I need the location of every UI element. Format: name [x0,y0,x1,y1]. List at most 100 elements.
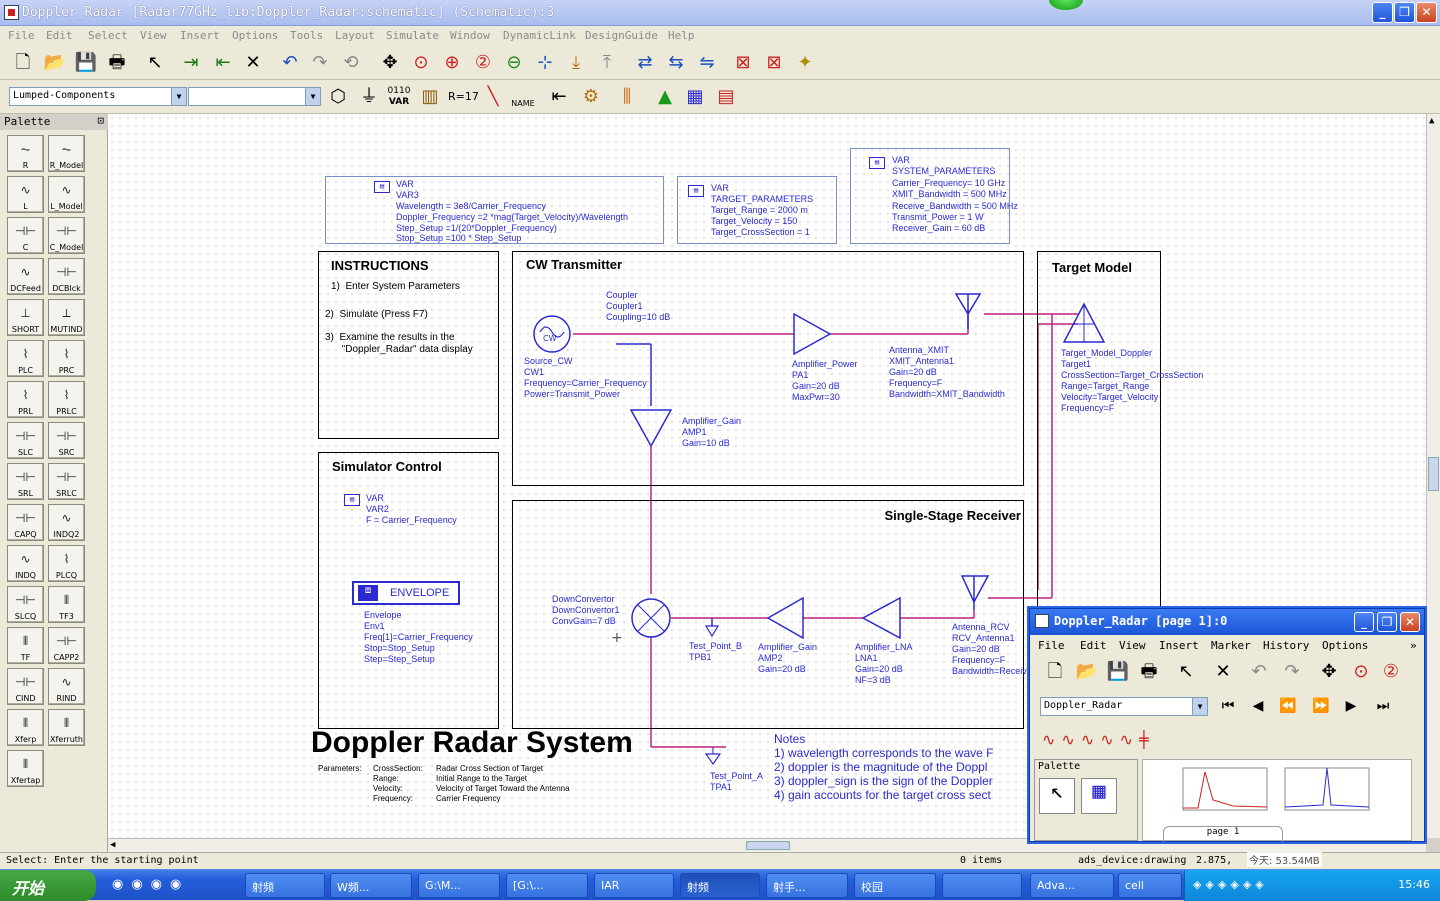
palette-item-cind[interactable]: ⊣⊢CIND [7,668,44,705]
select-pointer-icon[interactable]: ↖ [147,52,163,73]
marker-icons-row[interactable]: ∿∿∿∿∿╪ [1042,730,1155,749]
palette-item-r[interactable]: ⏦R [7,135,44,172]
simulate-icon[interactable]: ⇄ [637,52,653,73]
palette-item-r_model[interactable]: ⏦R_Model [48,135,85,172]
menu-help[interactable]: Help [668,29,695,42]
child-grid-tool[interactable]: ▦ [1081,778,1117,814]
component-library-icon[interactable]: ▥ [421,86,439,107]
child-new-icon[interactable]: 🗋 [1047,661,1063,682]
schematic-canvas[interactable]: + ▤ VAR VAR3 Wavelength = 3e8/Carrier_Fr… [108,114,1426,838]
child-menu-history[interactable]: History [1263,639,1310,652]
child-close-button[interactable]: ✕ [1400,612,1420,632]
align-right-icon[interactable]: ⇤ [215,52,231,73]
name-icon[interactable]: NAME [511,99,535,108]
prev-page-icon[interactable]: ◀ [1252,698,1264,714]
var3-block[interactable]: ▤ VAR VAR3 Wavelength = 3e8/Carrier_Freq… [325,176,664,244]
palette-item-tf[interactable]: ⦀TF [7,627,44,664]
task-2[interactable]: W频... [330,873,412,898]
scroll-left-arrow[interactable]: ◀ [110,840,116,850]
child-menu-insert[interactable]: Insert [1159,639,1199,652]
palette-item-prlc[interactable]: ⌇PRLC [48,381,85,418]
task-3[interactable]: G:\M... [418,873,500,898]
palette-item-src[interactable]: ⊣⊢SRC [48,422,85,459]
palette-item-rind[interactable]: ∿RIND [48,668,85,705]
child-undo-icon[interactable]: ↶ [1251,661,1267,682]
var2-label[interactable]: VAR VAR2 F = Carrier_Frequency [366,493,457,525]
child-open-icon[interactable]: 📂 [1075,661,1099,682]
pin-icon[interactable]: ⇤ [551,86,567,107]
antenna-xmit-label[interactable]: Antenna_XMIT XMIT_Antenna1 Gain=20 dB Fr… [889,345,1005,399]
palette-item-slc[interactable]: ⊣⊢SLC [7,422,44,459]
prev-icon[interactable]: ⏪ [1279,698,1297,714]
palette-item-xfertap[interactable]: ⦀Xfertap [7,750,44,787]
menu-dynamiclink[interactable]: DynamicLink [503,29,576,42]
maximize-button[interactable]: ❐ [1394,2,1415,23]
child-print-icon[interactable]: 🖶 [1140,661,1158,682]
coupler-label[interactable]: Coupler Coupler1 Coupling=10 dB [606,290,671,322]
menu-edit[interactable]: Edit [46,29,73,42]
palette-item-slcq[interactable]: ⊣⊢SLCQ [7,586,44,623]
palette-item-prl[interactable]: ⌇PRL [7,381,44,418]
palette-item-xferruth[interactable]: ⦀Xferruth [48,709,85,746]
vertical-scrollbar[interactable]: ▲ [1426,114,1440,838]
palette-item-tf3[interactable]: ⦀TF3 [48,586,85,623]
var2-icon[interactable]: ▤ [344,494,360,506]
deactivate-icon[interactable]: ⊠ [735,52,751,73]
child-redo-icon[interactable]: ↷ [1284,661,1300,682]
component-select[interactable]: ▼ [188,87,321,106]
optimize-icon[interactable]: ⇋ [699,52,715,73]
lna-label[interactable]: Amplifier_LNA LNA1 Gain=20 dB NF=3 dB [855,642,913,685]
palette-item-srlc[interactable]: ⊣⊢SRLC [48,463,85,500]
short-icon[interactable]: ⊠ [766,52,782,73]
settings-gear-icon[interactable]: ⚙ [582,86,600,107]
antenna-rcv-label[interactable]: Antenna_RCV RCV_Antenna1 Gain=20 dB Freq… [952,622,1032,676]
menu-tools[interactable]: Tools [290,29,324,42]
child-menu-file[interactable]: File [1038,639,1065,652]
envelope-button[interactable]: ⧈ ENVELOPE [352,581,460,605]
move-icon[interactable]: ✥ [382,52,398,73]
amp2-label[interactable]: Amplifier_Gain AMP2 Gain=20 dB [758,642,818,674]
palette-item-srl[interactable]: ⊣⊢SRL [7,463,44,500]
snap-icon[interactable]: ⊹ [537,52,553,73]
zoom-in-icon[interactable]: ⊕ [444,52,460,73]
pa-label[interactable]: Amplifier_Power PA1 Gain=20 dB MaxPwr=30 [792,359,858,402]
source-cw-label[interactable]: Source_CW CW1 Frequency=Carrier_Frequenc… [524,356,647,399]
child-pointer-icon[interactable]: ↖ [1178,661,1194,682]
child-menu-marker[interactable]: Marker [1211,639,1251,652]
push-up-icon[interactable]: ▲ [658,86,672,107]
envelope-label[interactable]: Envelope Env1 Freq[1]=Carrier_Frequency … [364,610,473,664]
first-page-icon[interactable]: ⏮ [1221,698,1235,714]
palette-item-c[interactable]: ⊣⊢C [7,217,44,254]
push-down-icon[interactable]: ⤓ [572,52,580,73]
next-page-icon[interactable]: ▶ [1345,698,1357,714]
zoom-out-icon[interactable]: ⊖ [506,52,522,73]
tpa-label[interactable]: Test_Point_A TPA1 [710,771,764,792]
menu-select[interactable]: Select [88,29,128,42]
plot-icon[interactable]: ▤ [717,86,735,107]
task-1[interactable]: 射频 [245,873,325,898]
page-tab[interactable]: page 1 [1163,826,1283,842]
scroll-up-arrow[interactable]: ▲ [1429,116,1435,126]
data-display-icon[interactable]: ▦ [686,86,704,107]
tray-icons[interactable]: ◈◈◈◈◈◈ [1193,878,1268,891]
child-menu-edit[interactable]: Edit [1080,639,1107,652]
palette-item-mutind[interactable]: ⟂MUTIND [48,299,85,336]
palette-item-c_model[interactable]: ⊣⊢C_Model [48,217,85,254]
task-8[interactable]: 校园 [854,873,936,898]
port-icon[interactable]: ⬡ [330,86,346,107]
pop-up-icon[interactable]: ⤒ [603,52,611,73]
menu-view[interactable]: View [140,29,167,42]
hierarchy-icon[interactable]: ⫼ [622,86,632,107]
child-zoom-2x-icon[interactable]: ② [1382,661,1400,682]
palette-item-capp2[interactable]: ⊣⊢CAPP2 [48,627,85,664]
palette-item-indq2[interactable]: ∿INDQ2 [48,504,85,541]
menu-simulate[interactable]: Simulate [386,29,439,42]
menu-window[interactable]: Window [450,29,490,42]
next-icon[interactable]: ⏩ [1312,698,1330,714]
plot-area[interactable]: page 1 [1142,759,1412,842]
task-4[interactable]: [G:\... [506,873,588,898]
last-page-icon[interactable]: ⏭ [1376,698,1390,714]
child-menu-more-icon[interactable]: » [1410,639,1417,652]
dataset-select[interactable]: Doppler_Radar▼ [1040,697,1208,716]
